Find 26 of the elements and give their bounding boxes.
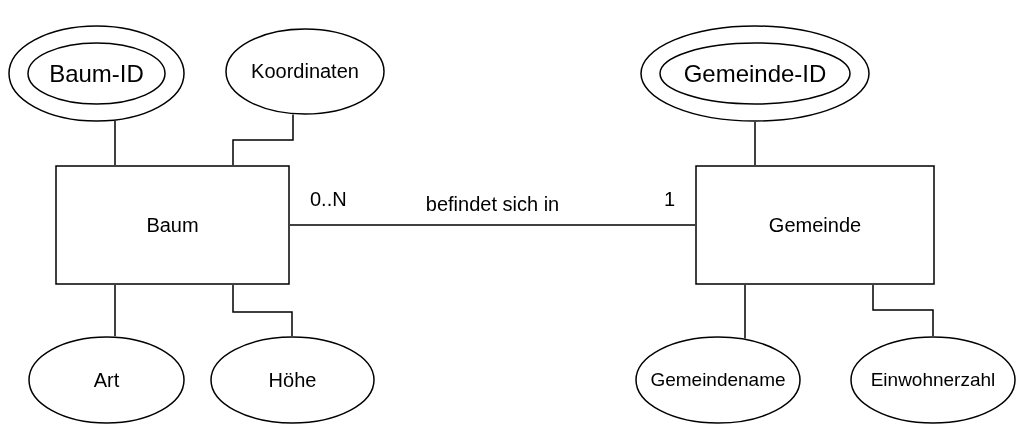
- connector-line: [289, 224, 696, 226]
- node-label: Höhe: [268, 368, 317, 392]
- attribute-ellipse: [210, 336, 375, 424]
- node-label: Gemeindename: [650, 369, 786, 391]
- connector-line: [744, 284, 746, 340]
- node-label: Einwohnerzahl: [870, 369, 996, 391]
- connector-line: [114, 120, 116, 166]
- connector-line: [232, 113, 294, 166]
- node-label: Gemeinde-ID: [683, 59, 827, 88]
- node-label: Koordinaten: [251, 60, 359, 83]
- node-label: Art: [93, 368, 120, 392]
- attribute-ellipse: [850, 336, 1016, 424]
- attribute-ellipse: [28, 336, 185, 424]
- entity-box: [55, 165, 290, 285]
- attribute-ellipse: [225, 28, 385, 115]
- key-attribute-ellipse: [640, 25, 870, 122]
- attribute-ellipse: [635, 336, 801, 424]
- connector-line: [754, 121, 756, 166]
- node-label: Baum: [146, 213, 199, 237]
- entity-box: [695, 165, 935, 285]
- connector-line: [114, 284, 116, 337]
- node-label: Gemeinde: [768, 213, 862, 237]
- key-attribute-ellipse: [8, 25, 185, 122]
- node-label: Baum-ID: [49, 59, 144, 88]
- connector-line: [872, 284, 934, 337]
- connector-line: [232, 284, 293, 337]
